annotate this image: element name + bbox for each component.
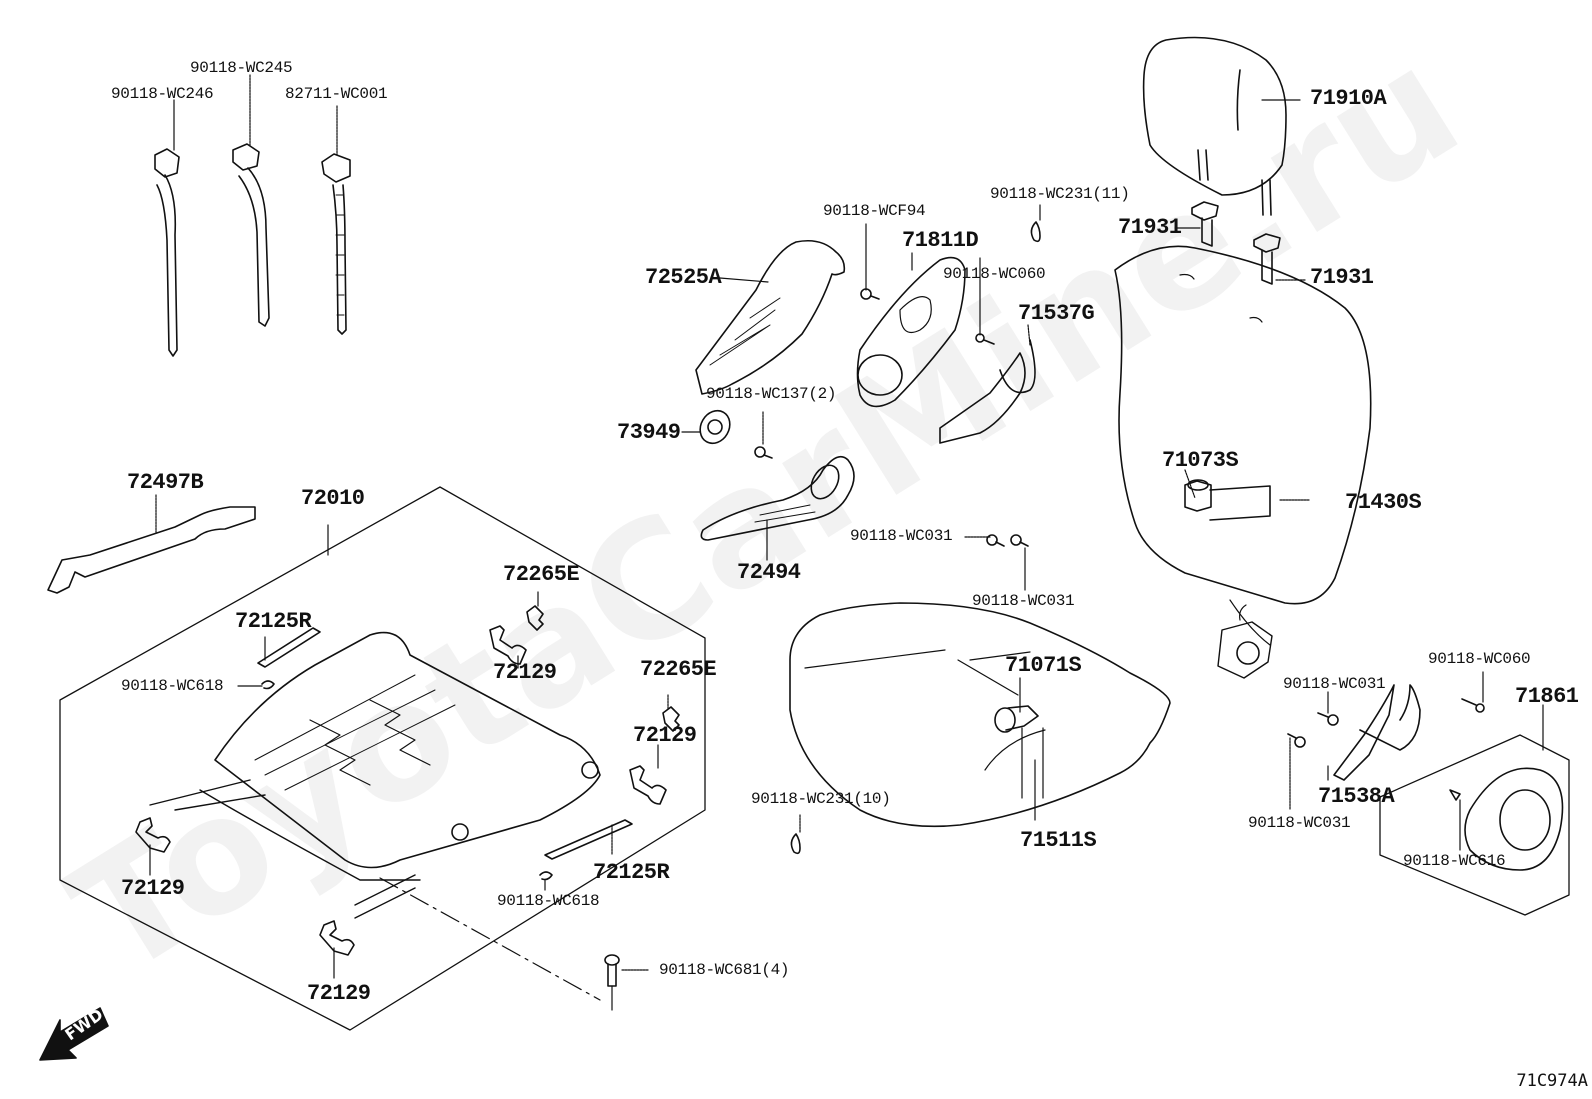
clip-72265E[interactable] (526, 591, 544, 631)
screw-90118-WCF94[interactable] (860, 223, 880, 300)
part-label[interactable]: 90118-WC245 (190, 59, 293, 77)
part-label[interactable]: 72525A (645, 265, 722, 290)
part-label[interactable]: 72129 (493, 660, 557, 685)
part-label[interactable]: 90118-WC246 (111, 85, 214, 103)
screw-90118-WC031[interactable] (964, 534, 1005, 547)
screw-90118-WC060[interactable] (1461, 671, 1485, 713)
part-label[interactable]: 90118-WC031 (850, 527, 953, 545)
part-label[interactable]: 72265E (640, 657, 717, 682)
rail-72125R[interactable] (544, 819, 633, 860)
clip-90118-WC231-11[interactable] (1030, 204, 1041, 243)
headrest-guide-71931[interactable] (1253, 233, 1306, 285)
part-label[interactable]: 71071S (1005, 653, 1082, 678)
seatback-71073S[interactable] (1114, 245, 1372, 679)
part-label[interactable]: 90118-WC616 (1403, 852, 1506, 870)
recliner-cover-72525A[interactable] (695, 239, 846, 395)
part-label[interactable]: 71811D (902, 228, 979, 253)
clip-72265E[interactable] (662, 694, 680, 732)
clip-72129[interactable] (629, 744, 667, 805)
seat-frame-72010[interactable] (149, 631, 601, 1001)
part-label[interactable]: 72494 (737, 560, 801, 585)
screw-90118-WC031[interactable] (1287, 733, 1306, 811)
bolt-90118-WC681[interactable] (604, 954, 649, 1011)
headrest-guide-71931[interactable] (1174, 201, 1219, 247)
headrest-71910A[interactable] (1142, 36, 1301, 216)
part-label[interactable]: 90118-WC031 (972, 592, 1075, 610)
part-label[interactable]: 71931 (1118, 215, 1182, 240)
part-label[interactable]: 72125R (235, 609, 312, 634)
cable-tie-90118-WC246[interactable] (154, 99, 180, 357)
rail-72125R[interactable] (257, 627, 321, 668)
screw-90118-WC031[interactable] (1010, 534, 1029, 591)
clip-90118-WC618[interactable] (539, 871, 553, 891)
part-label[interactable]: 90118-WC137(2) (706, 385, 837, 403)
clip-90118-WC231-10[interactable] (790, 814, 801, 855)
part-label[interactable]: 72129 (633, 723, 697, 748)
seat-cover-71430S[interactable] (1184, 469, 1311, 521)
clip-90118-WC616[interactable] (1449, 789, 1461, 851)
bracket-71537G[interactable] (939, 324, 1036, 444)
part-label[interactable]: 71073S (1162, 448, 1239, 473)
part-label[interactable]: 90118-WC231(11) (990, 185, 1130, 203)
cable-tie-82711-WC001[interactable] (321, 105, 351, 335)
part-label[interactable]: 90118-WC618 (121, 677, 224, 695)
cover-box-71861[interactable] (1379, 704, 1570, 916)
part-label[interactable]: 72497B (127, 470, 204, 495)
part-label[interactable]: 72010 (301, 486, 365, 511)
part-label[interactable]: 71910A (1310, 86, 1387, 111)
part-label[interactable]: 90118-WC681(4) (659, 961, 790, 979)
lever-72494[interactable] (700, 455, 855, 561)
part-label[interactable]: 90118-WC031 (1283, 675, 1386, 693)
part-label[interactable]: 90118-WC618 (497, 892, 600, 910)
part-label[interactable]: 90118-WC231(10) (751, 790, 891, 808)
part-label[interactable]: 72129 (307, 981, 371, 1006)
part-label[interactable]: 73949 (617, 420, 681, 445)
fwd-direction-arrow (39, 1007, 109, 1061)
cable-tie-90118-WC245[interactable] (232, 74, 270, 327)
seat-cushion-71071S[interactable] (789, 602, 1171, 828)
part-label[interactable]: 71931 (1310, 265, 1374, 290)
clip-72129[interactable] (489, 625, 527, 669)
part-label[interactable]: 72129 (121, 876, 185, 901)
recliner-bracket-71811D[interactable] (856, 252, 966, 408)
part-label[interactable]: 90118-WC060 (1428, 650, 1531, 668)
part-label[interactable]: 90118-WCF94 (823, 202, 926, 220)
part-label[interactable]: 82711-WC001 (285, 85, 388, 103)
part-label[interactable]: 90118-WC060 (943, 265, 1046, 283)
part-label[interactable]: 72125R (593, 860, 670, 885)
part-label[interactable]: 71511S (1020, 828, 1097, 853)
screw-90118-WC031[interactable] (1317, 691, 1339, 726)
bracket-71538A[interactable] (1327, 684, 1421, 781)
seat-cover-71511S[interactable] (994, 677, 1044, 821)
rail-cover-72497B[interactable] (47, 494, 256, 594)
drawing-code: 71C974A (1516, 1071, 1588, 1091)
part-label[interactable]: 71538A (1318, 784, 1395, 809)
cap-73949[interactable] (681, 405, 736, 448)
part-label[interactable]: 72265E (503, 562, 580, 587)
part-label[interactable]: 71861 (1515, 684, 1579, 709)
screw-90118-WC060[interactable] (975, 257, 995, 345)
clip-72129[interactable] (135, 817, 171, 876)
clip-90118-WC618[interactable] (237, 680, 275, 690)
clip-72129[interactable] (319, 920, 355, 979)
part-label[interactable]: 90118-WC031 (1248, 814, 1351, 832)
seat-frame-box-72010[interactable] (59, 486, 706, 1031)
part-label[interactable]: 71430S (1345, 490, 1422, 515)
screw-90118-WC137[interactable] (754, 411, 773, 459)
part-label[interactable]: 71537G (1018, 301, 1095, 326)
